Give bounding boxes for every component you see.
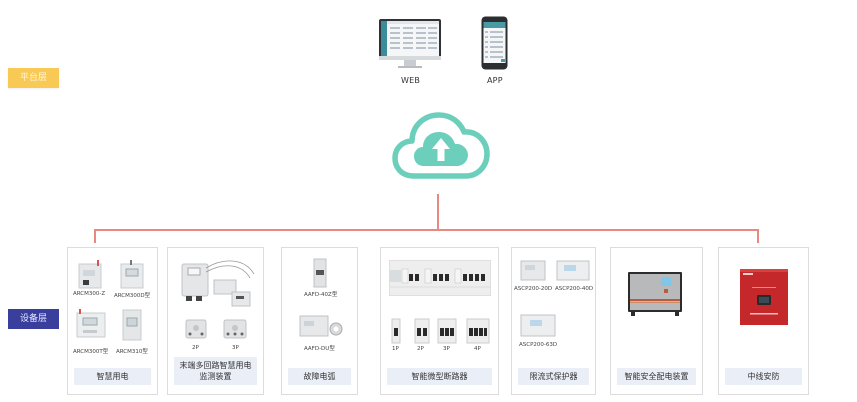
- phone-icon: [481, 16, 508, 70]
- product-image-mcb-2p: [414, 318, 430, 348]
- app-label: APP: [487, 76, 503, 85]
- web-label: WEB: [401, 76, 421, 85]
- device-card-smart-power[interactable]: ARCM300-Z ARCM300D型 ARCM300T型 ARCM310型 智…: [67, 247, 158, 395]
- card-title: 智能微型断路器: [387, 368, 492, 385]
- product-label: AAFD-DU型: [304, 346, 335, 352]
- product-label: AAFD-40Z型: [304, 292, 338, 298]
- product-label: ARCM300-Z: [73, 291, 106, 297]
- product-image-aafd-du: [298, 313, 344, 343]
- product-label: ARCM310型: [116, 349, 148, 355]
- platform-layer-badge: 平台层: [8, 68, 59, 88]
- product-image-neutral-protector: [740, 269, 788, 329]
- product-image-2p: [184, 318, 208, 344]
- device-card-arc-fault[interactable]: AAFD-40Z型 AAFD-DU型 故障电弧: [281, 247, 358, 395]
- product-image-mcb-1p: [391, 318, 401, 348]
- product-label: 2P: [192, 345, 199, 351]
- product-image-ascp200-63d: [520, 312, 556, 342]
- card-title: 故障电弧: [288, 368, 351, 385]
- product-image-arcm300t: [75, 308, 107, 344]
- product-label: 3P: [232, 345, 239, 351]
- device-card-current-limiting-protector[interactable]: ASCP200-20D ASCP200-40D ASCP200-63D 限流式保…: [511, 247, 596, 395]
- connector-drop-right: [757, 229, 759, 243]
- product-image-ascp200-20d: [520, 258, 546, 286]
- product-label: ASCP200-20D: [514, 286, 553, 292]
- product-label: ASCP200-63D: [519, 342, 558, 348]
- product-image-arcm300d: [118, 260, 146, 294]
- connector-trunk: [437, 194, 439, 230]
- device-card-smart-distribution[interactable]: 智能安全配电装置: [610, 247, 703, 395]
- product-label: 2P: [417, 346, 424, 352]
- product-label: 3P: [443, 346, 450, 352]
- product-label: 4P: [474, 346, 481, 352]
- product-label: ASCP200-40D: [555, 286, 594, 292]
- connector-bus: [94, 229, 759, 231]
- product-image-distribution-box: [627, 271, 683, 321]
- product-label: 1P: [392, 346, 399, 352]
- device-card-neutral-line-protection[interactable]: 中线安防: [718, 247, 809, 395]
- cloud-upload-icon: [392, 108, 490, 182]
- product-image-mcb-array: [388, 259, 492, 300]
- product-label: ARCM300D型: [114, 293, 151, 299]
- device-card-multi-circuit-monitor[interactable]: 2P 3P 末端多回路智慧用电监测装置: [167, 247, 264, 395]
- product-image-monitor-set: [176, 256, 260, 316]
- product-image-mcb-3p: [437, 318, 457, 348]
- card-title: 限流式保护器: [518, 368, 589, 385]
- card-title: 中线安防: [725, 368, 802, 385]
- device-layer-badge: 设备层: [8, 309, 59, 329]
- connector-drop-left: [94, 229, 96, 243]
- card-title: 智能安全配电装置: [617, 368, 696, 385]
- product-image-aafd-40z: [312, 258, 328, 292]
- card-title: 智慧用电: [74, 368, 151, 385]
- product-image-arcm310: [121, 308, 143, 346]
- monitor-icon: [378, 18, 442, 72]
- device-card-smart-mcb[interactable]: 1P 2P 3P 4P 智能微型断路器: [380, 247, 499, 395]
- product-image-ascp200-40d: [556, 258, 590, 286]
- product-image-arcm300-z: [77, 260, 107, 294]
- card-title: 末端多回路智慧用电监测装置: [174, 357, 257, 385]
- product-label: ARCM300T型: [73, 349, 109, 355]
- product-image-3p: [222, 318, 248, 344]
- product-image-mcb-4p: [466, 318, 490, 348]
